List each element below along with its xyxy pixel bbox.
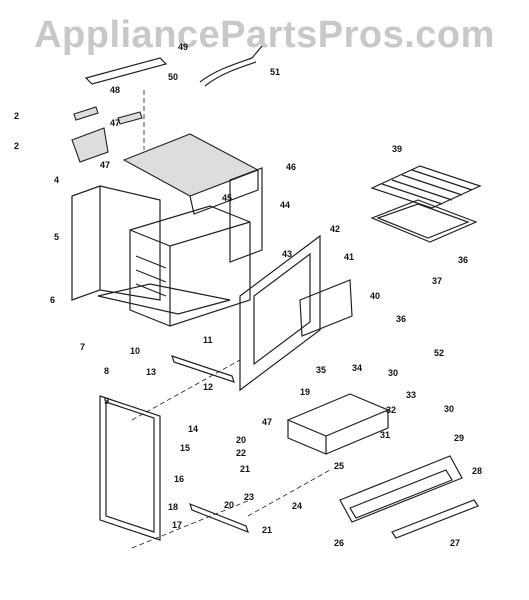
- callout: 31: [380, 430, 390, 440]
- callout: 36: [458, 255, 468, 265]
- callout: 34: [352, 363, 362, 373]
- callout: 47: [100, 160, 110, 170]
- callout: 26: [334, 538, 344, 548]
- trim-strips[interactable]: [171, 355, 249, 534]
- callout: 45: [222, 193, 232, 203]
- kick-plate[interactable]: [391, 499, 479, 539]
- callout: 10: [130, 346, 140, 356]
- callout: 4: [54, 175, 59, 185]
- broiler-pan[interactable]: [370, 199, 478, 243]
- callout: 51: [270, 67, 280, 77]
- callout: 6: [50, 295, 55, 305]
- callout: 5: [54, 232, 59, 242]
- callout: 20: [236, 435, 246, 445]
- callout: 40: [370, 291, 380, 301]
- wire-harness[interactable]: [199, 45, 263, 87]
- callout: 13: [146, 367, 156, 377]
- watermark-text: AppliancePartsPros.com: [34, 14, 495, 56]
- left-side-panel[interactable]: [71, 185, 161, 301]
- oven-rack[interactable]: [370, 165, 482, 209]
- callout: 39: [392, 144, 402, 154]
- callout: 21: [240, 464, 250, 474]
- callout: 49: [178, 42, 188, 52]
- callout: 9: [104, 396, 109, 406]
- callout: 27: [450, 538, 460, 548]
- callout: 47: [262, 417, 272, 427]
- callout: 7: [80, 342, 85, 352]
- callout: 47: [110, 118, 120, 128]
- callout: 2: [14, 111, 19, 121]
- callout: 14: [188, 424, 198, 434]
- callout: 48: [110, 85, 120, 95]
- callout: 36: [396, 314, 406, 324]
- callout: 21: [262, 525, 272, 535]
- callout: 16: [174, 474, 184, 484]
- callout: 42: [330, 224, 340, 234]
- base-tray[interactable]: [97, 283, 231, 315]
- callout: 35: [316, 365, 326, 375]
- storage-door-panel[interactable]: [99, 395, 161, 541]
- oven-liner[interactable]: [129, 205, 251, 327]
- callout: 30: [388, 368, 398, 378]
- callout: 50: [168, 72, 178, 82]
- assembly-lines: [131, 90, 331, 549]
- callout: 33: [406, 390, 416, 400]
- callout: 23: [244, 492, 254, 502]
- top-rail[interactable]: [84, 57, 168, 85]
- callout: 29: [454, 433, 464, 443]
- callout: 44: [280, 200, 290, 210]
- callout: 20: [224, 500, 234, 510]
- callout: 8: [104, 366, 109, 376]
- callout: 19: [300, 387, 310, 397]
- callout: 41: [344, 252, 354, 262]
- oven-door-frame[interactable]: [239, 234, 353, 392]
- callout: 52: [434, 348, 444, 358]
- trim-clips[interactable]: [71, 106, 143, 163]
- callout: 15: [180, 443, 190, 453]
- callout: 37: [432, 276, 442, 286]
- callout: 32: [386, 405, 396, 415]
- callout: 24: [292, 501, 302, 511]
- callout: 25: [334, 461, 344, 471]
- broiler-drawer[interactable]: [286, 393, 390, 455]
- callout: 30: [444, 404, 454, 414]
- callout: 11: [203, 335, 213, 345]
- callout: 28: [472, 466, 482, 476]
- callout: 43: [282, 249, 292, 259]
- callout: 2: [14, 141, 19, 151]
- back-panel[interactable]: [229, 167, 263, 263]
- drawer-front[interactable]: [339, 455, 463, 523]
- callout: 12: [203, 382, 213, 392]
- callout-labels: 2 2 4 5 6 7 8 9 10 11 12 13 14 15 16 17 …: [14, 42, 482, 548]
- callout: 18: [168, 502, 178, 512]
- callout: 17: [172, 520, 182, 530]
- callout: 46: [286, 162, 296, 172]
- callout: 22: [236, 448, 246, 458]
